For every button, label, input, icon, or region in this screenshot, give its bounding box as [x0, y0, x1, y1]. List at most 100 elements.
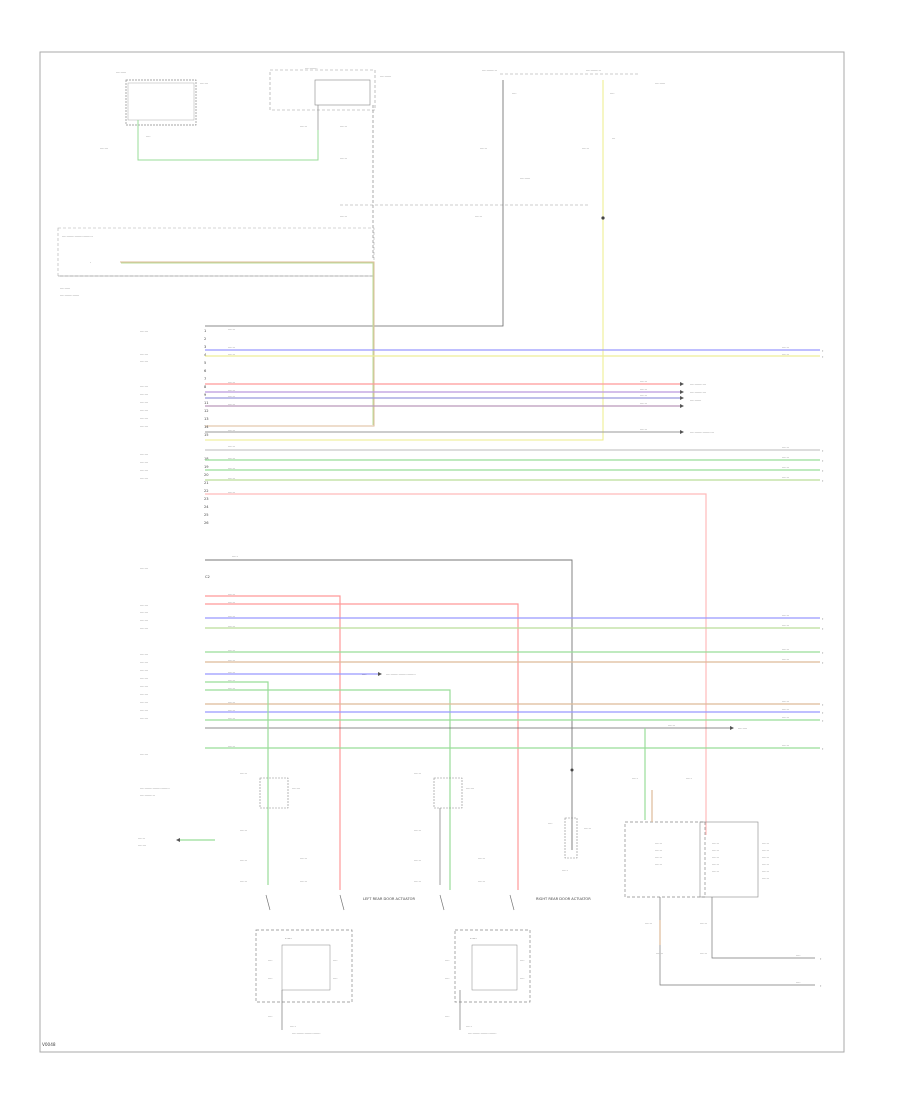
svg-text:7: 7 [204, 377, 206, 381]
svg-text:······: ······ [228, 403, 235, 407]
label-switch-desc-2: ················· [60, 294, 79, 298]
svg-text:······: ······ [228, 445, 235, 449]
left-sw-b [339, 894, 345, 911]
label-relay-desc: ·········· [380, 75, 391, 79]
label-ls-7: ······ [300, 880, 307, 884]
fuse-left-block [127, 82, 195, 121]
label-rs-7: ······ [478, 880, 485, 884]
svg-text:······: ······ [228, 615, 235, 619]
label-ls-6: ······ [300, 857, 307, 861]
label-la-p3: ···· [333, 959, 338, 963]
svg-text:›: › [822, 459, 824, 463]
svg-text:·······: ······· [140, 469, 148, 473]
svg-text:›: › [822, 711, 824, 715]
svg-text:13: 13 [204, 417, 209, 421]
svg-text:······: ······ [762, 863, 769, 867]
svg-text:·······: ······· [140, 685, 148, 689]
label-ls-1: ······ [240, 772, 247, 776]
svg-text:2: 2 [204, 337, 206, 341]
label-relay-wire-4: ······ [340, 215, 347, 219]
label-right-wire-4: ··· [612, 137, 615, 141]
right-sw-a [439, 894, 445, 911]
svg-text:6: 6 [204, 369, 207, 373]
svg-text:······: ······ [228, 659, 235, 663]
label-la-g1: ···· [268, 1015, 273, 1019]
svg-text:24: 24 [204, 505, 209, 509]
fuse-box-left [125, 79, 197, 126]
svg-text:······: ······ [228, 429, 235, 433]
svg-text:·······: ······· [140, 393, 148, 397]
svg-text:······: ······ [655, 856, 662, 860]
svg-text:······: ······ [782, 624, 789, 628]
label-wire-1: ···· [146, 135, 151, 139]
svg-text:······: ······ [782, 708, 789, 712]
svg-text:······: ······ [640, 428, 647, 432]
svg-text:··············: ·············· [690, 391, 706, 395]
label-fuse-desc-2: ········· [655, 82, 665, 86]
svg-text:·······: ······· [140, 417, 148, 421]
svg-text:······: ······ [712, 863, 719, 867]
svg-text:······: ······ [712, 856, 719, 860]
svg-text:······: ······ [228, 467, 235, 471]
svg-text:······: ······ [228, 477, 235, 481]
wire-fuse-right-2 [205, 80, 604, 441]
arrow-green-left [176, 838, 180, 842]
label-gs-1: ···· [548, 822, 553, 826]
label-fuse-box-2: ············· [482, 69, 497, 73]
svg-text:······: ······ [228, 649, 235, 653]
svg-text:······: ······ [782, 456, 789, 460]
splice-ground [570, 768, 574, 772]
svg-text:›: › [822, 627, 824, 631]
label-lower-switch-desc-2: ············· [140, 794, 155, 798]
right-module-inner [699, 821, 759, 898]
svg-text:······: ······ [228, 328, 235, 332]
connector-left-labels: ······· ······· ······· ······· ······· … [140, 330, 148, 757]
svg-text:······: ······ [640, 380, 647, 384]
label-switch-number: · [90, 261, 91, 265]
right-actuator-title: ····· [470, 936, 477, 941]
label-relay-wire-2: ······ [340, 125, 347, 129]
svg-text:·······: ······· [140, 604, 148, 608]
label-gs-2: ······ [584, 827, 591, 831]
svg-text:····: ···· [362, 673, 367, 677]
label-rs-3: ······ [414, 829, 421, 833]
svg-text:›: › [822, 469, 824, 473]
svg-text:······: ······ [228, 709, 235, 713]
arrow-tips-upper [680, 382, 684, 434]
svg-text:······: ······ [762, 856, 769, 860]
label-right-wire-2: ······ [475, 215, 482, 219]
svg-text:·······: ······· [140, 701, 148, 705]
svg-text:······: ······ [782, 466, 789, 470]
right-actuator-name: RIGHT REAR DOOR ACTUATOR [536, 897, 591, 901]
svg-text:9: 9 [204, 393, 207, 397]
label-la-p2: ···· [268, 977, 273, 981]
svg-text:······: ······ [782, 716, 789, 720]
svg-text:›: › [822, 617, 824, 621]
label-switch-desc: ········· [60, 287, 70, 291]
svg-text:·······: ······· [140, 661, 148, 665]
svg-text:›: › [822, 661, 824, 665]
label-ra-g2: ····· [466, 1025, 472, 1029]
connector-pin-numbers: 123 456 789 11 12 13 14 15 18 19 20 21 2… [204, 329, 209, 525]
svg-text:›: › [822, 355, 824, 359]
svg-text:······: ······ [228, 389, 235, 393]
svg-text:4: 4 [204, 353, 207, 357]
label-out-1: ···· [796, 954, 801, 958]
wire-bundle-upper [205, 349, 820, 835]
label-switch-box: ··························· [62, 235, 93, 239]
svg-text:······: ······ [228, 491, 235, 495]
label-ra-p4: ···· [520, 977, 525, 981]
arrow-tip-lower [378, 672, 734, 730]
svg-text:······: ······ [228, 625, 235, 629]
relay-inner [314, 79, 371, 106]
svg-text:······: ······ [228, 745, 235, 749]
left-actuator-title: ····· [285, 936, 292, 941]
svg-text:·······: ······· [140, 425, 148, 429]
svg-text:······: ······ [655, 849, 662, 853]
svg-text:·······: ······· [140, 567, 148, 571]
label-relay-wire-1: ······ [300, 125, 307, 129]
label-lower-switch-desc: ·························· [140, 787, 170, 791]
svg-text:22: 22 [204, 489, 209, 493]
